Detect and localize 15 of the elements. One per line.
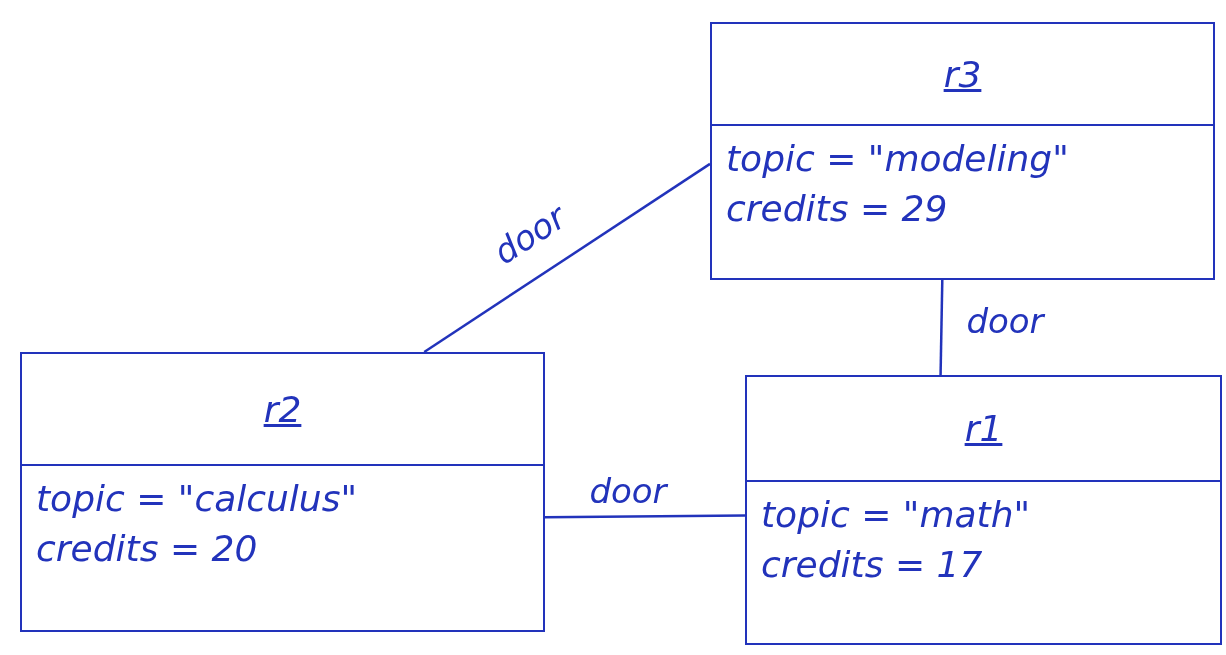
attribute-text: topic = "modeling" (726, 137, 1070, 181)
connector-line (939, 279, 944, 376)
object-box (745, 375, 1222, 645)
attribute-text: credits = 20 (36, 527, 259, 572)
attribute-text: credits = 29 (726, 187, 949, 232)
attribute-text: credits = 17 (761, 543, 984, 588)
connector-line (545, 514, 745, 519)
object-box (710, 22, 1215, 280)
object-name: r3 (943, 53, 982, 95)
connector-line (423, 162, 711, 354)
attribute-text: topic = "calculus" (36, 477, 358, 521)
object-name: r2 (263, 388, 302, 430)
object-name: r1 (964, 408, 1003, 449)
attribute-text: topic = "math" (761, 493, 1031, 537)
object-box (20, 352, 545, 632)
